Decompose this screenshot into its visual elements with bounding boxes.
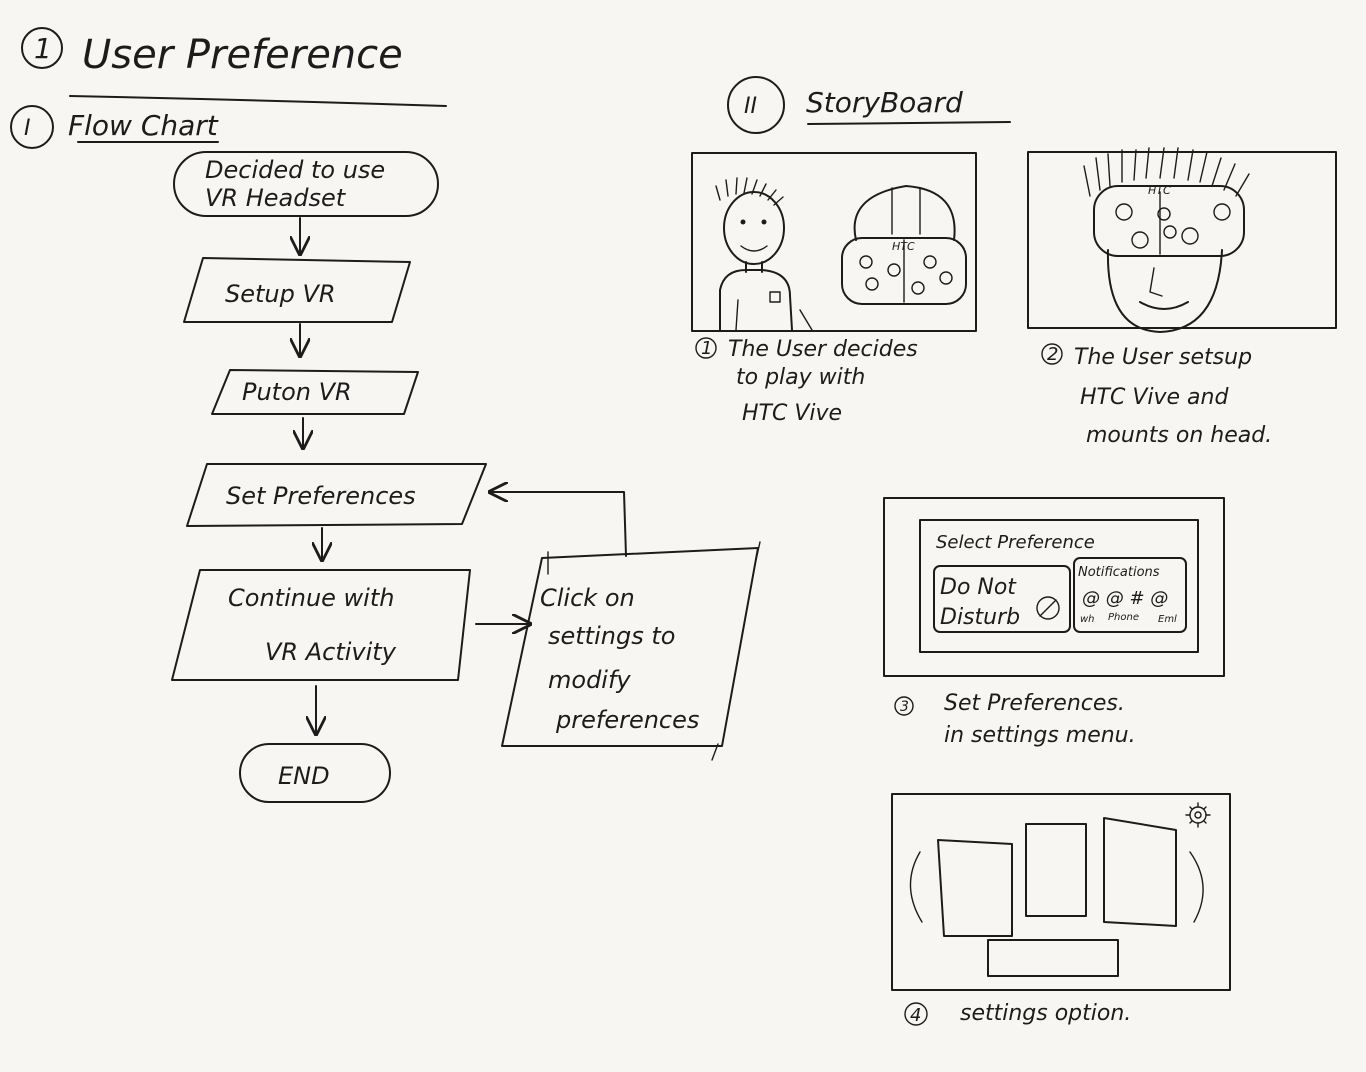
dnd-line1: Do Not [940, 575, 1017, 600]
section-number-circle [10, 105, 54, 149]
storyboard-heading-underline [807, 121, 1011, 125]
panel-4-caption-text: settings option. [960, 1001, 1131, 1026]
preference-menu [919, 519, 1199, 653]
panel-2-caption-line2: HTC Vive and [1080, 385, 1229, 410]
flowchart-heading: I Flow Chart [10, 105, 219, 149]
node-end-label: END [278, 762, 330, 790]
right-bracket [1189, 851, 1204, 923]
hair-spikes [715, 177, 784, 206]
node-start: Decided to use VR Headset [173, 151, 439, 217]
node-end: END [239, 743, 391, 803]
headset-body [841, 237, 967, 305]
notifications-icons: @ @ # @ [1082, 588, 1168, 609]
node-start-line2: VR Headset [205, 184, 347, 212]
smile [740, 245, 768, 252]
node-setup-label: Setup VR [225, 280, 336, 308]
panel-2-frame [1027, 151, 1337, 329]
panel-1-caption-line3: HTC Vive [742, 401, 842, 426]
title-number: 1 [34, 32, 52, 65]
storyboard-panel-2: HTC 2 The User setsup HTC Vive and mount… [1027, 147, 1337, 448]
hair-spikes-2 [1083, 147, 1250, 197]
node-setup: Setup VR [183, 257, 411, 323]
gear-icon [1185, 802, 1211, 828]
node-click-line3: modify [548, 666, 631, 694]
panel-1-caption-number: 1 [701, 338, 712, 359]
node-set-prefs-label: Set Preferences [226, 482, 416, 510]
panel-2-caption-number: 2 [1047, 344, 1058, 365]
menu-title: Select Preference [936, 532, 1095, 553]
node-click-settings: Click on settings to modify preferences [501, 541, 761, 761]
node-puton-label: Puton VR [242, 378, 352, 406]
notif-sub-eml: Eml [1158, 614, 1177, 625]
storyboard-heading: II StoryBoard [727, 76, 1011, 134]
title-text: User Preference [82, 32, 403, 78]
node-start-line1: Decided to use [205, 156, 385, 184]
notif-sub-wh: wh [1080, 614, 1095, 625]
page-title: 1 User Preference [21, 27, 447, 107]
dnd-option [933, 565, 1071, 633]
panel-3-caption-number: 3 [900, 699, 909, 715]
pocket [769, 291, 781, 303]
panel-3-frame [883, 497, 1225, 677]
storyboard-number-circle [727, 76, 785, 134]
settings-card-center [1025, 823, 1087, 917]
flowchart-section-number: I [24, 116, 31, 141]
panel-2-headset-label: HTC [1148, 184, 1171, 197]
node-continue: Continue with VR Activity [171, 569, 471, 681]
panel-1-caption-line2: to play with [736, 365, 865, 390]
node-set-prefs: Set Preferences [186, 463, 487, 527]
node-puton: Puton VR [211, 369, 419, 415]
node-continue-line2: VR Activity [265, 638, 397, 666]
title-number-circle [21, 27, 63, 69]
htc-vive-headset-icon: HTC [841, 185, 967, 305]
dnd-line2: Disturb [940, 605, 1020, 630]
storyboard-section-number: II [744, 94, 757, 119]
storyboard-panel-4: 4 settings option. [891, 793, 1231, 1026]
torso [719, 269, 793, 331]
notif-sub-phone: Phone [1108, 612, 1139, 623]
left-bracket [909, 851, 923, 923]
settings-bottom-bar [987, 939, 1119, 977]
mouth [1139, 301, 1189, 310]
panel-4-frame [891, 793, 1231, 991]
node-click-line4: preferences [555, 706, 699, 734]
node-click-line1: Click on [540, 584, 635, 612]
nose [1149, 267, 1163, 297]
notifications-option [1073, 557, 1187, 633]
panel-3-caption-line1: Set Preferences. [944, 691, 1125, 716]
headset-strap [853, 185, 956, 241]
person-figure [715, 177, 813, 331]
settings-card-right [1103, 817, 1177, 927]
no-notification-icon [1036, 596, 1060, 620]
face-outline [1106, 249, 1223, 333]
storyboard-panel-3: Select Preference Do Not Disturb Notific… [883, 497, 1225, 748]
arrow-click-setprefs [490, 492, 627, 557]
title-underline [69, 95, 447, 107]
node-click-line2: settings to [548, 622, 675, 650]
notifications-label: Notifications [1078, 565, 1160, 580]
node-continue-line1: Continue with [228, 584, 394, 612]
panel-2-caption-line1: The User setsup [1074, 345, 1252, 370]
head [723, 191, 785, 265]
panel-2-caption-line3: mounts on head. [1086, 423, 1272, 448]
panel-1-frame [691, 152, 977, 332]
flowchart: Decided to use VR Headset Setup VR Puton… [171, 151, 761, 803]
storyboard-panel-1: HTC 1 The User decides to play with HTC … [691, 152, 977, 426]
panel-3-caption-line2: in settings menu. [944, 723, 1136, 748]
headset-on-head [1093, 185, 1245, 257]
panel-4-caption-number: 4 [910, 1005, 921, 1026]
settings-card-left [937, 839, 1013, 937]
panel-1-headset-label: HTC [892, 240, 915, 253]
panel-1-caption-line1: The User decides [728, 337, 918, 362]
flowchart-heading-text: Flow Chart [68, 109, 219, 142]
storyboard-heading-text: StoryBoard [806, 86, 963, 119]
